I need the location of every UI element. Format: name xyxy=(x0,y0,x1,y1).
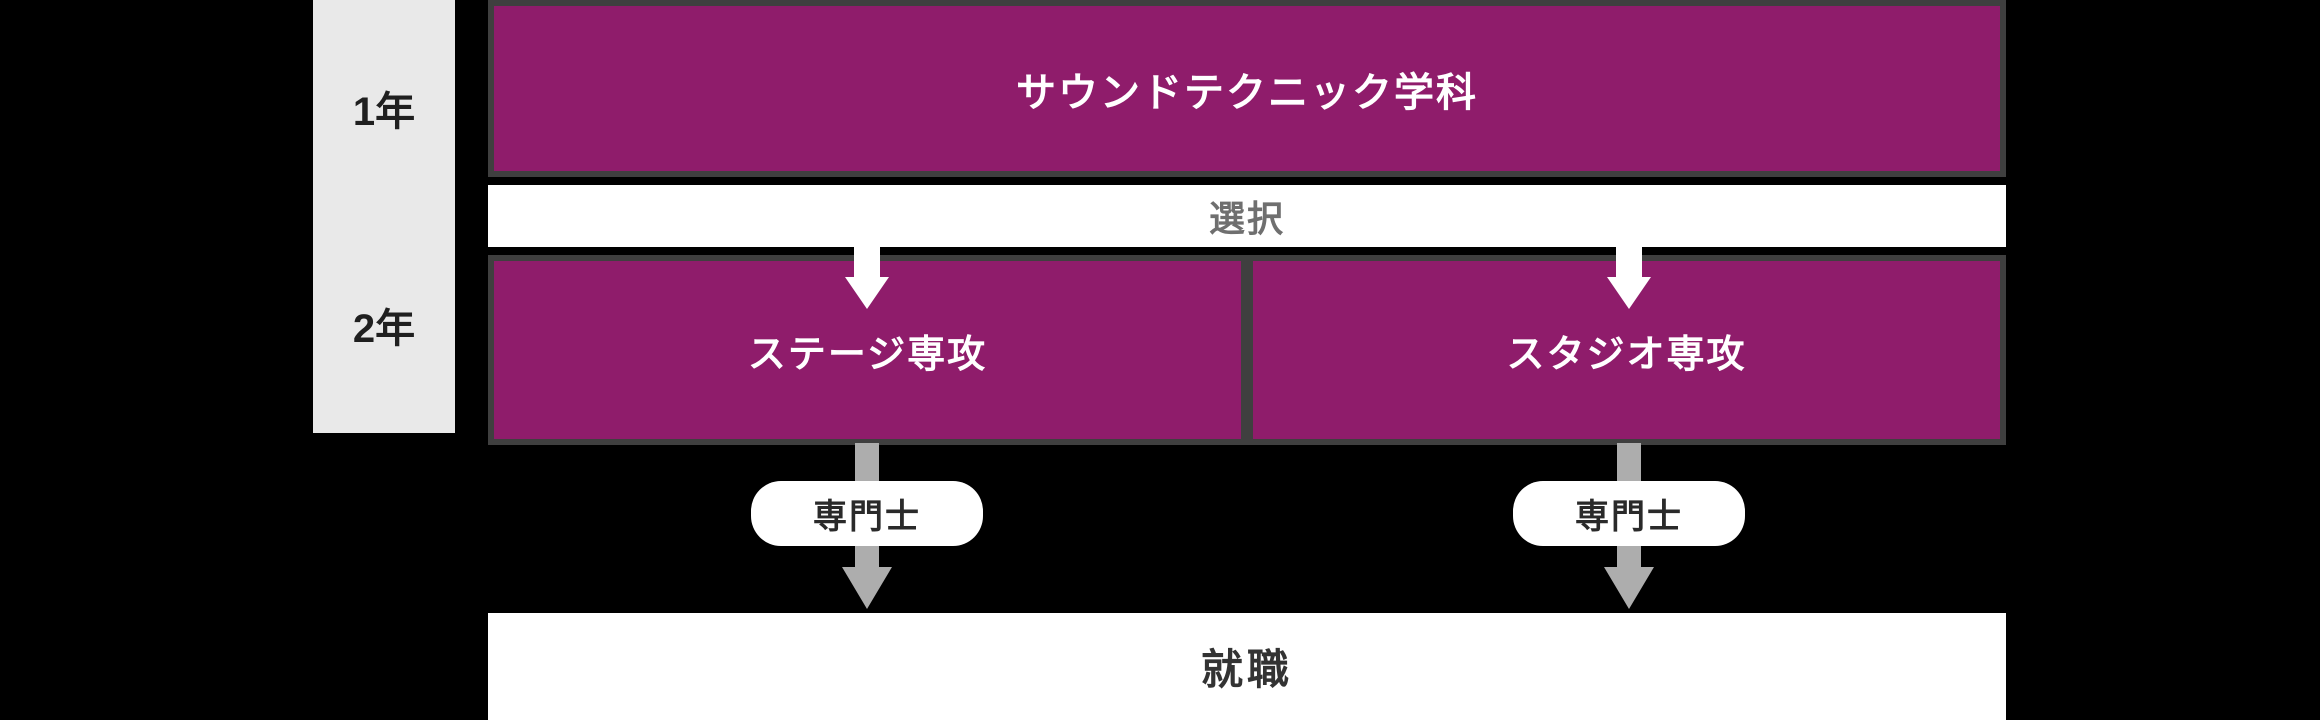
department-title: サウンドテクニック学科 xyxy=(1016,70,1478,115)
employment-label: 就職 xyxy=(1200,646,1293,693)
selection-label: 選択 xyxy=(1208,198,1285,239)
connector-stem xyxy=(1617,443,1641,482)
year-axis: 1年 2年 xyxy=(313,0,455,433)
employment-bar: 就職 xyxy=(488,613,2006,720)
major-label: スタジオ専攻 xyxy=(1506,333,1747,376)
year1-label: 1年 xyxy=(352,90,416,135)
major-label: ステージ専攻 xyxy=(747,333,988,376)
year2-label: 2年 xyxy=(352,306,416,351)
diploma-pill: 専門士 xyxy=(1513,481,1745,546)
selection-bar: 選択 xyxy=(488,185,2006,247)
connector-stem xyxy=(855,443,879,482)
down-arrow-icon xyxy=(1607,247,1651,309)
department-box: サウンドテクニック学科 xyxy=(488,0,2006,177)
gray-down-arrow-icon xyxy=(1604,545,1654,609)
gray-down-arrow-icon xyxy=(842,545,892,609)
major-box-studio: スタジオ専攻 xyxy=(1253,261,2000,439)
diploma-pill: 専門士 xyxy=(751,481,983,546)
diploma-label: 専門士 xyxy=(813,498,921,536)
majors-row: ステージ専攻 スタジオ専攻 xyxy=(488,255,2006,445)
diploma-label: 専門士 xyxy=(1575,498,1683,536)
down-arrow-icon xyxy=(845,247,889,309)
